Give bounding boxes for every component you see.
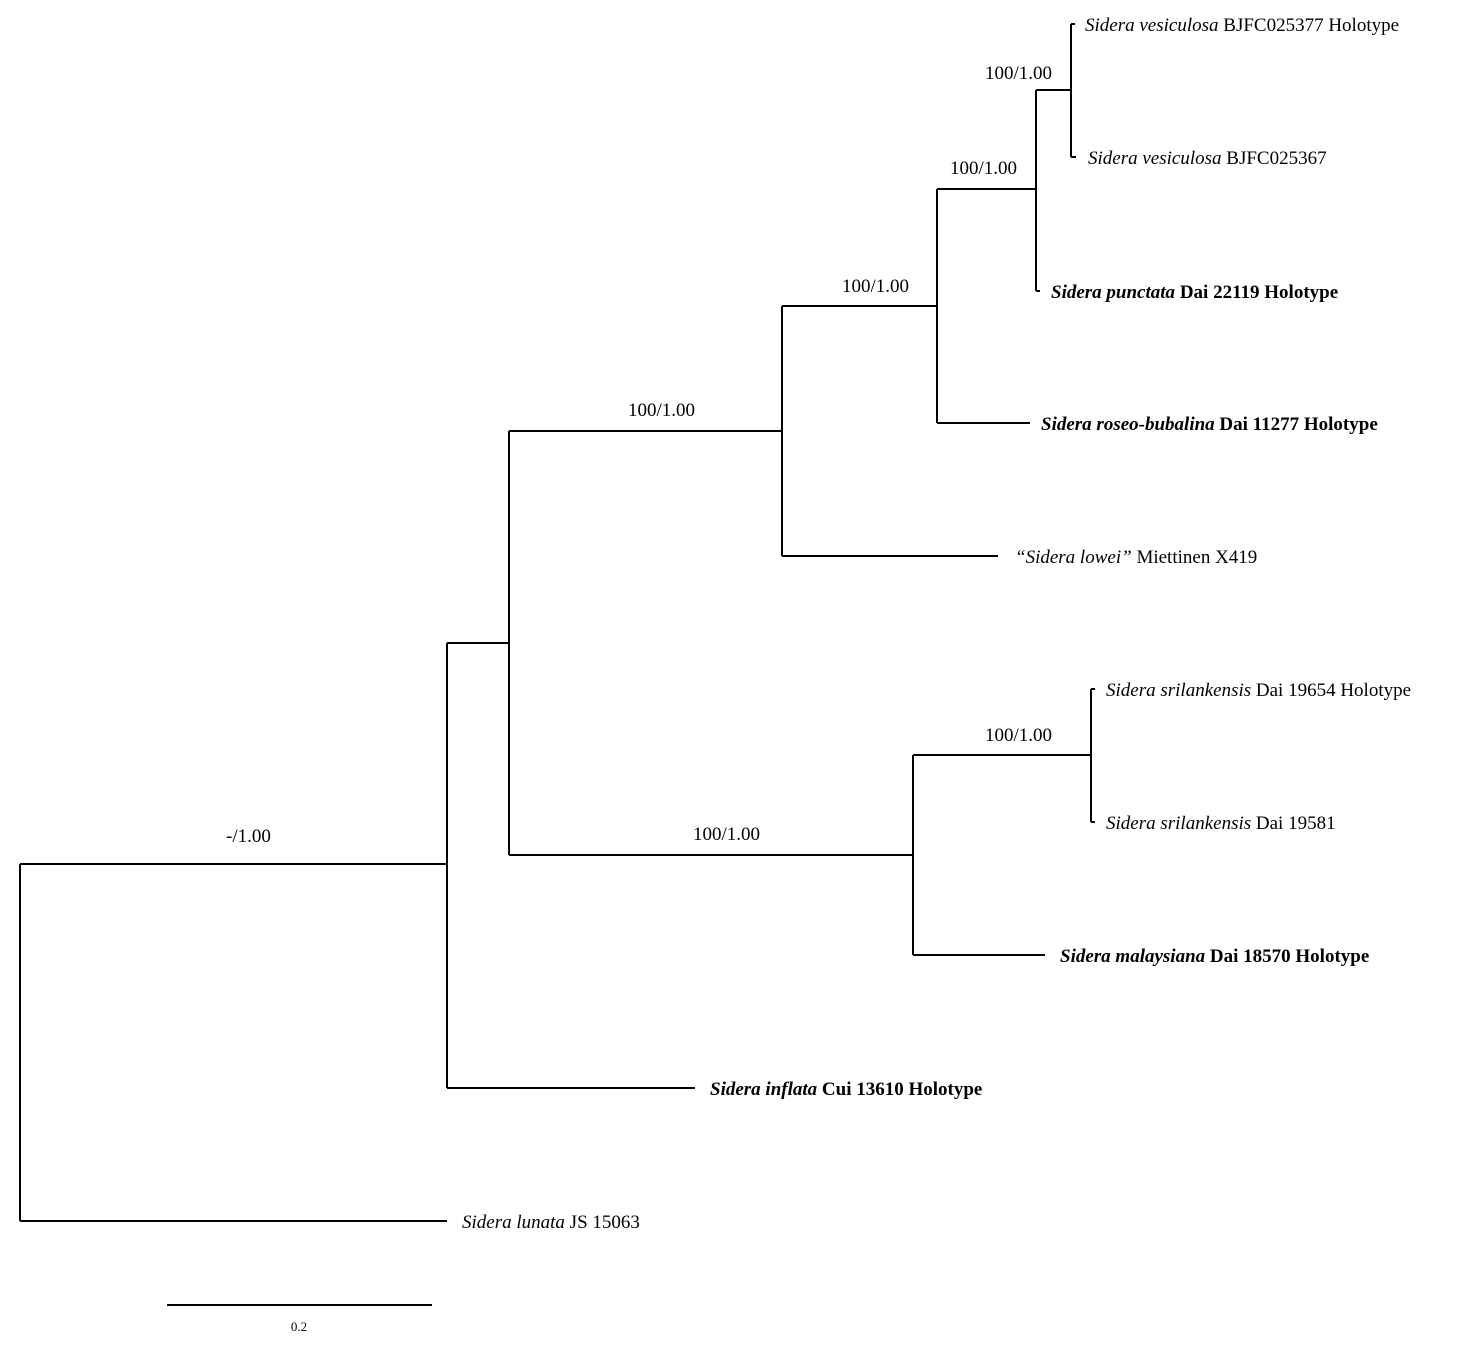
support-roseo-clade: 100/1.00 — [842, 276, 909, 297]
taxon-label: Sidera srilankensis Dai 19654 Holotype — [1106, 680, 1411, 701]
tree-branches — [19, 23, 1095, 1222]
scale-bar: 0.2 — [167, 1304, 432, 1334]
taxon-label: Sidera malaysiana Dai 18570 Holotype — [1060, 946, 1369, 967]
taxon-label: Sidera roseo-bubalina Dai 11277 Holotype — [1041, 414, 1378, 435]
support-ingroup: -/1.00 — [226, 826, 271, 847]
support-srilankensis: 100/1.00 — [985, 725, 1052, 746]
taxon-labels: Sidera vesiculosa BJFC025377 Holotype Si… — [462, 15, 1411, 1233]
scale-bar-label: 0.2 — [291, 1319, 307, 1334]
taxon-label: Sidera vesiculosa BJFC025377 Holotype — [1085, 15, 1399, 36]
support-vesiculosa: 100/1.00 — [985, 63, 1052, 84]
taxon-label: Sidera punctata Dai 22119 Holotype — [1051, 282, 1338, 303]
support-punctata-vesiculosa: 100/1.00 — [950, 158, 1017, 179]
support-lowei-clade: 100/1.00 — [628, 400, 695, 421]
taxon-label: “Sidera lowei” Miettinen X419 — [1015, 547, 1257, 568]
taxon-label: Sidera vesiculosa BJFC025367 — [1088, 148, 1327, 169]
taxon-label: Sidera lunata JS 15063 — [462, 1212, 640, 1233]
support-values: 100/1.00 100/1.00 100/1.00 100/1.00 100/… — [226, 63, 1052, 847]
taxon-label: Sidera inflata Cui 13610 Holotype — [710, 1079, 982, 1100]
support-malaysiana-clade: 100/1.00 — [693, 824, 760, 845]
taxon-label: Sidera srilankensis Dai 19581 — [1106, 813, 1336, 834]
